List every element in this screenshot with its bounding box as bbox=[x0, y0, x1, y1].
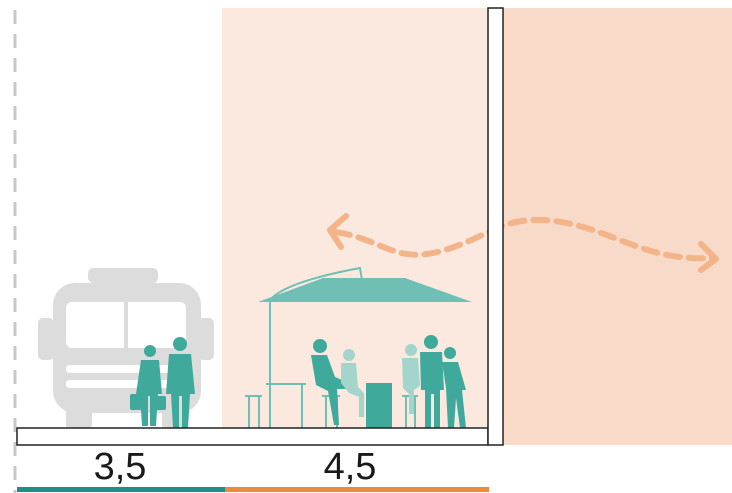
pedestrians-icon bbox=[130, 337, 195, 428]
building-interior-zone bbox=[503, 8, 732, 445]
dimension-bar-road bbox=[17, 487, 225, 492]
bar-table bbox=[366, 383, 392, 428]
cafe-umbrella-icon bbox=[258, 266, 472, 428]
ground-slab bbox=[16, 427, 489, 446]
terrace-people-icon bbox=[311, 335, 466, 428]
dimension-label-terrace: 4,5 bbox=[323, 446, 377, 488]
facade-wall bbox=[487, 7, 504, 446]
dimension-label-road: 3,5 bbox=[93, 446, 147, 488]
terrace-zone bbox=[222, 8, 488, 430]
dimension-bar-terrace bbox=[225, 487, 489, 492]
